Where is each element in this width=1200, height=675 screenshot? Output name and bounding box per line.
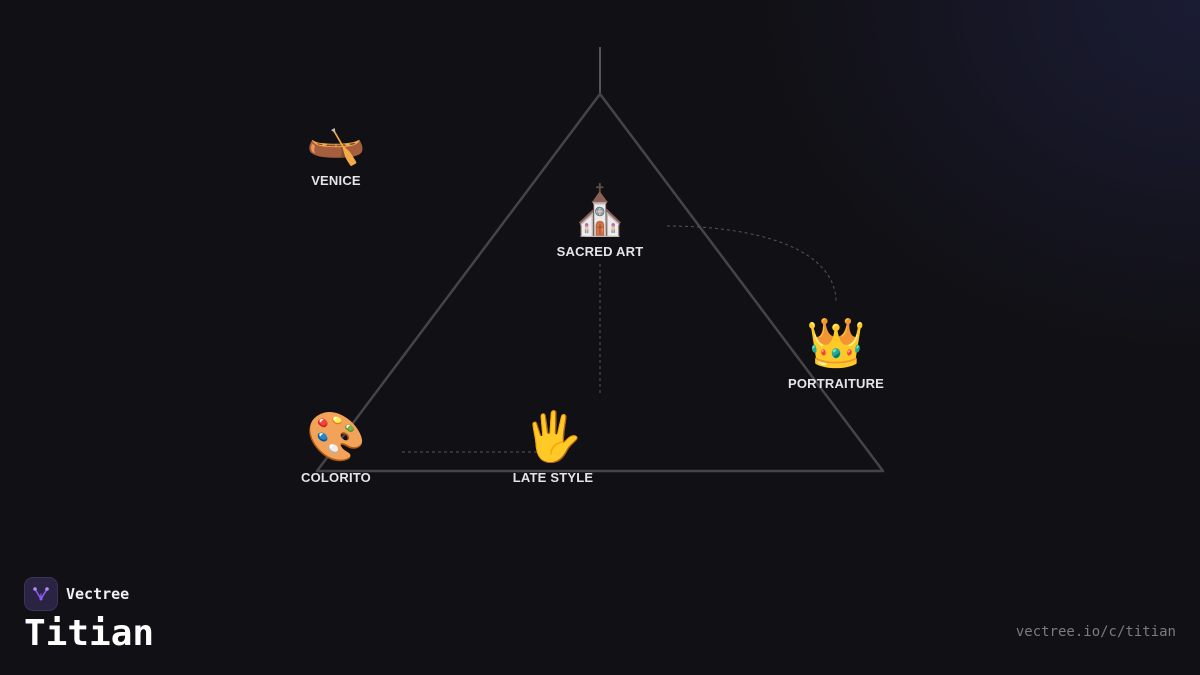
church-icon: ⛪ [570, 185, 630, 238]
connector-sacred-art-portraiture [666, 225, 837, 303]
palette-icon: 🎨 [306, 411, 366, 464]
brand[interactable]: Vectree [24, 577, 129, 611]
crown-icon: 👑 [806, 317, 866, 370]
node-portraiture[interactable]: 👑 PORTRAITURE [766, 316, 906, 391]
node-label-colorito: COLORITO [301, 470, 371, 485]
brand-name: Vectree [66, 585, 130, 603]
node-label-sacred-art: SACRED ART [556, 244, 644, 259]
node-colorito[interactable]: 🎨 COLORITO [266, 410, 406, 485]
canoe-icon: 🛶 [306, 114, 366, 167]
triangle-frame [315, 92, 885, 473]
node-late-style[interactable]: 🖐️ LATE STYLE [483, 410, 623, 485]
node-sacred-art[interactable]: ⛪ SACRED ART [530, 184, 670, 259]
page-title: Titian [24, 613, 155, 654]
node-label-portraiture: PORTRAITURE [787, 376, 885, 391]
node-label-venice: VENICE [311, 173, 361, 188]
vectree-logo-icon [24, 577, 58, 611]
node-venice[interactable]: 🛶 VENICE [266, 113, 406, 188]
hand-icon: 🖐️ [523, 411, 583, 464]
node-label-late-style: LATE STYLE [512, 470, 594, 485]
source-url[interactable]: vectree.io/c/titian [1015, 624, 1176, 640]
